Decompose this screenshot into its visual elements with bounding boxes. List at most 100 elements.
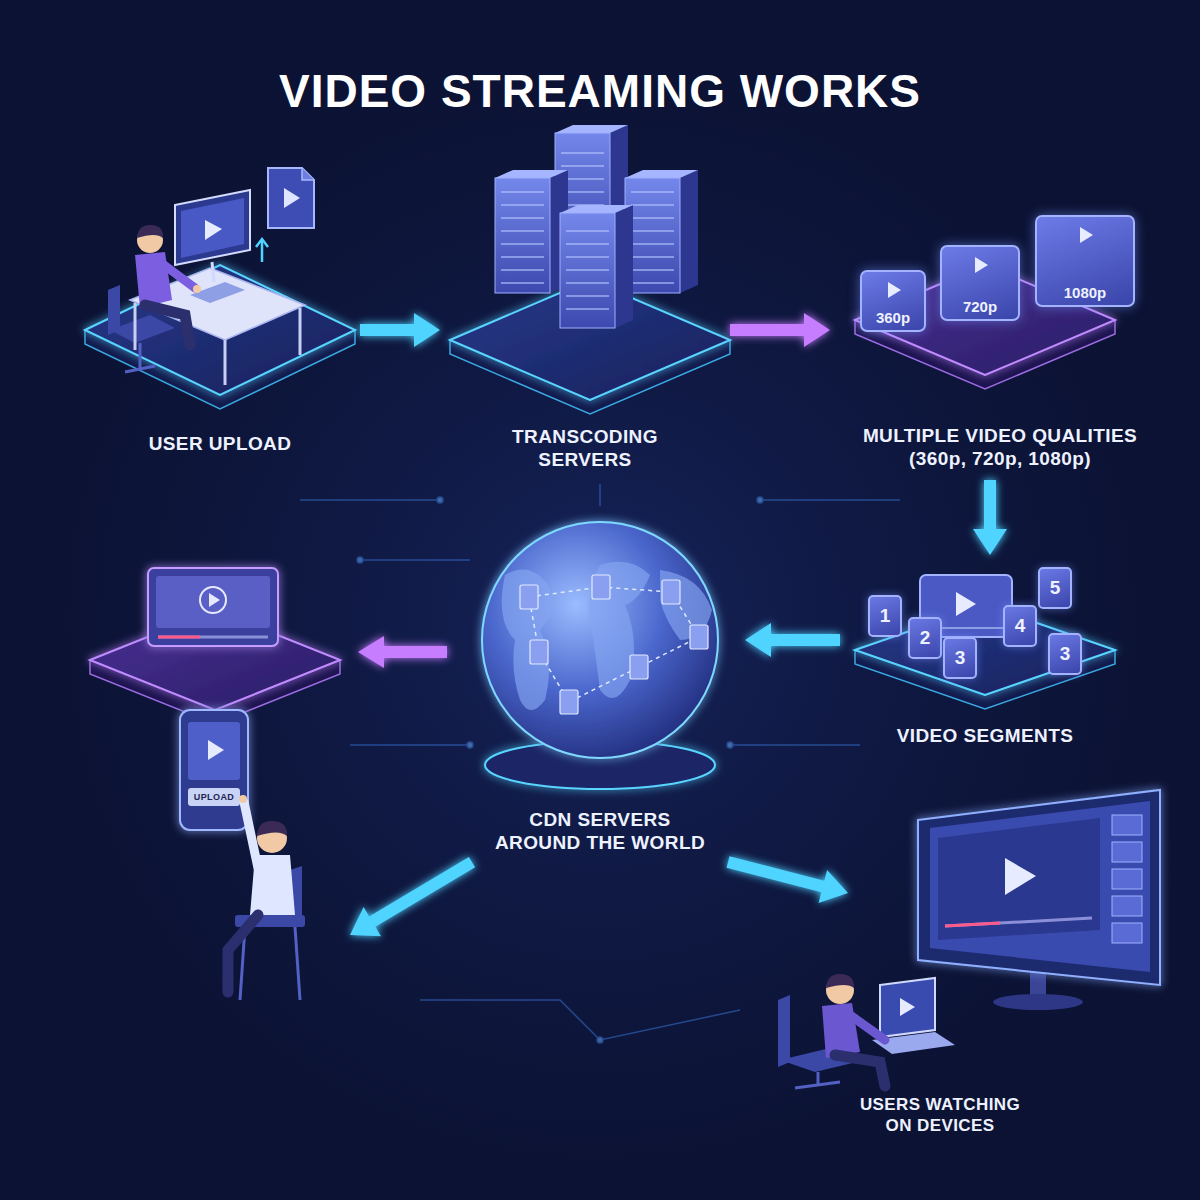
diagram-title: VIDEO STREAMING WORKS (279, 64, 921, 119)
globe (482, 522, 718, 758)
server-towers (625, 170, 698, 178)
globe (592, 575, 610, 599)
phone-user (180, 710, 248, 830)
uploader-desk (160, 262, 195, 288)
tv-screen (993, 994, 1083, 1010)
tv-screen (1005, 858, 1036, 895)
segment-tile: 1 (868, 595, 902, 637)
player-platform (148, 568, 278, 646)
globe (589, 562, 650, 698)
globe (630, 655, 648, 679)
server-towers (631, 190, 674, 285)
globe (482, 522, 718, 789)
tile-label: 1080p (1064, 284, 1107, 302)
segments-platform (855, 575, 1115, 709)
server-towers (566, 225, 609, 320)
play-icon (1074, 224, 1096, 246)
server-towers (495, 170, 568, 178)
tile-label: 2 (920, 626, 931, 649)
circuit-lines (597, 1037, 603, 1043)
stage-label: CDN SERVERS AROUND THE WORLD (488, 808, 713, 854)
phone-user (228, 915, 258, 992)
circuit-lines (437, 497, 443, 503)
laptop-user (822, 1003, 860, 1058)
quality-tile: 1080p (1035, 215, 1135, 307)
tile-label: 5 (1050, 576, 1061, 599)
stage-node: USER UPLOAD (80, 160, 360, 465)
stage-node: CDN SERVERS AROUND THE WORLD (455, 505, 745, 860)
player-platform (156, 576, 270, 628)
player-platform (177, 520, 179, 560)
uploader-desk (175, 190, 250, 265)
stage-label: VIDEO SEGMENTS (897, 724, 1074, 747)
tv-screen (1112, 815, 1142, 835)
player-platform (158, 636, 268, 639)
stage-label: USER UPLOAD (149, 432, 292, 455)
upload-file-icon (302, 168, 314, 180)
play-icon (975, 257, 988, 273)
player-platform (90, 515, 340, 724)
upload-platform (85, 265, 355, 395)
laptop-user (880, 978, 935, 1037)
globe (530, 640, 548, 664)
tv-screen (945, 923, 1000, 926)
caption-label: USERS WATCHING ON DEVICES (845, 1095, 1035, 1136)
uploader-desk (135, 252, 172, 308)
phone-user (244, 802, 258, 868)
tile-label: 1 (880, 604, 891, 627)
label-wrap: UPLOAD (188, 788, 240, 806)
laptop-user (826, 974, 854, 988)
flow-arrow (360, 313, 440, 347)
circuit-lines (350, 744, 470, 746)
server-towers (680, 170, 698, 293)
phone-user (180, 710, 305, 1000)
server-towers (501, 190, 544, 285)
server-towers (495, 178, 550, 293)
player-platform (195, 528, 197, 560)
tv-screen (1112, 815, 1142, 943)
globe (520, 575, 708, 714)
uploader-desk (110, 315, 175, 343)
tile-label: 3 (955, 646, 966, 669)
segment-tile: 2 (908, 617, 942, 659)
laptop-user (835, 1055, 885, 1086)
flow-arrow (745, 623, 840, 657)
upload-file-icon (284, 188, 300, 208)
play-icon (1080, 227, 1093, 243)
phone-user (239, 795, 247, 803)
stage-label: TRANSCODING SERVERS (490, 425, 680, 471)
quality-tile: 720p (940, 245, 1020, 321)
tv-screen (1112, 869, 1142, 889)
delivery-arrows (727, 856, 849, 903)
phone-user (188, 788, 240, 806)
server-towers (560, 205, 633, 213)
delivery-arrows (350, 857, 475, 936)
uploader-desk (205, 220, 222, 240)
flow-arrow (973, 480, 1007, 555)
uploader-desk (125, 366, 155, 372)
play-icon (969, 254, 991, 276)
phone-user (257, 821, 287, 836)
quality-tile: 360p (860, 270, 926, 332)
server-towers (625, 178, 680, 293)
circuit-lines (360, 559, 470, 561)
uploader-desk (145, 305, 190, 345)
globe (520, 585, 538, 609)
stage-node: VIDEO SEGMENTS123453 (840, 555, 1130, 755)
tv-screen (930, 801, 1150, 972)
uploader-desk (212, 262, 214, 282)
uploader-desk (139, 343, 142, 370)
cdn-to-player-arrow (358, 636, 447, 668)
uploader-desk (134, 303, 137, 350)
circuit-lines (300, 484, 900, 1043)
laptop-user (778, 995, 790, 1067)
uploader-desk (299, 308, 302, 355)
uploader-desk (181, 198, 244, 258)
segment-tile: 5 (1038, 567, 1072, 609)
upload-file-icon (256, 239, 268, 247)
uploader-desk (137, 225, 163, 238)
segment-tile: 3 (1048, 633, 1082, 675)
